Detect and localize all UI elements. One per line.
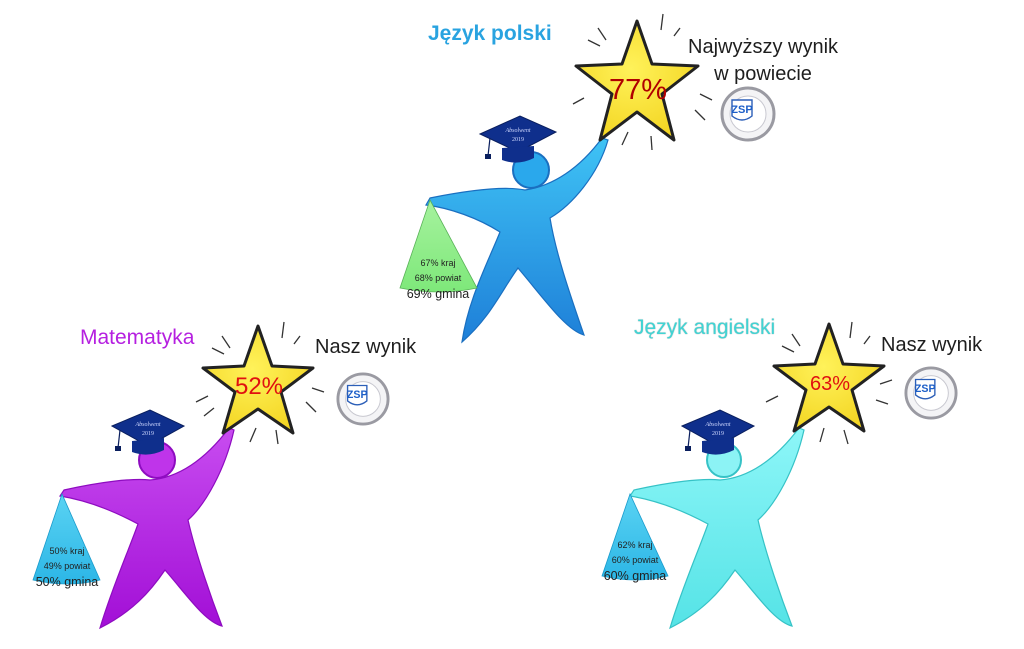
school-seal-icon: ZSP [904, 366, 958, 420]
caption-matematyka: Nasz wynik [315, 336, 417, 358]
svg-text:2019: 2019 [142, 431, 154, 437]
graduation-cap-icon: Absolwent 2019 [478, 115, 558, 163]
svg-text:Absolwent: Absolwent [505, 128, 531, 134]
score-angielski: 63% [810, 373, 850, 395]
stat-powiat: 68% powiat [414, 273, 462, 283]
sparkle-lines [765, 321, 893, 445]
caption-angielski: Nasz wynik [881, 334, 983, 356]
stat-kraj: 62% kraj [617, 540, 653, 550]
school-seal-icon: ZSP [720, 86, 776, 142]
stat-powiat: 60% powiat [611, 555, 659, 565]
graduation-cap-icon: Absolwent 2019 [110, 409, 186, 455]
subject-title-polski: Język polski [428, 22, 552, 45]
graduation-cap-icon: Absolwent 2019 [680, 409, 756, 455]
stat-gmina: 69% gmina [406, 287, 470, 301]
svg-text:ZSP: ZSP [731, 104, 752, 116]
stat-kraj: 50% kraj [49, 546, 85, 556]
stats-cone-polski: 67% kraj 68% powiat 69% gmina [394, 256, 482, 303]
score-polski: 77% [609, 74, 667, 106]
sparkle-lines [572, 13, 713, 151]
stat-powiat: 49% powiat [43, 561, 91, 571]
svg-text:Absolwent: Absolwent [705, 422, 731, 428]
stats-cone-angielski: 62% kraj 60% powiat 60% gmina [596, 538, 674, 585]
svg-text:2019: 2019 [512, 137, 524, 143]
subject-title-angielski: Język angielski [634, 316, 776, 339]
student-figure-angielski: Absolwent 2019 [601, 409, 805, 630]
score-matematyka: 52% [235, 373, 283, 400]
stats-cone-matematyka: 50% kraj 49% powiat 50% gmina [27, 544, 107, 591]
stat-kraj: 67% kraj [420, 258, 456, 268]
star-polski: 77% [572, 13, 713, 151]
star-angielski: 63% [765, 321, 893, 445]
sparkle-lines [195, 321, 325, 445]
school-seal-icon: ZSP [336, 372, 390, 426]
star-matematyka: 52% [195, 321, 325, 445]
svg-text:ZSP: ZSP [915, 383, 936, 395]
stat-gmina: 60% gmina [603, 569, 667, 583]
svg-text:ZSP: ZSP [347, 389, 368, 401]
stat-gmina: 50% gmina [35, 575, 99, 589]
subject-title-matematyka: Matematyka [80, 326, 195, 349]
svg-text:2019: 2019 [712, 431, 724, 437]
caption-polski: Najwyższy wynik w powiecie [688, 36, 839, 85]
student-figure-matematyka: Absolwent 2019 [32, 409, 235, 630]
svg-text:Absolwent: Absolwent [135, 422, 161, 428]
student-figure-polski: Absolwent 2019 [399, 115, 609, 344]
